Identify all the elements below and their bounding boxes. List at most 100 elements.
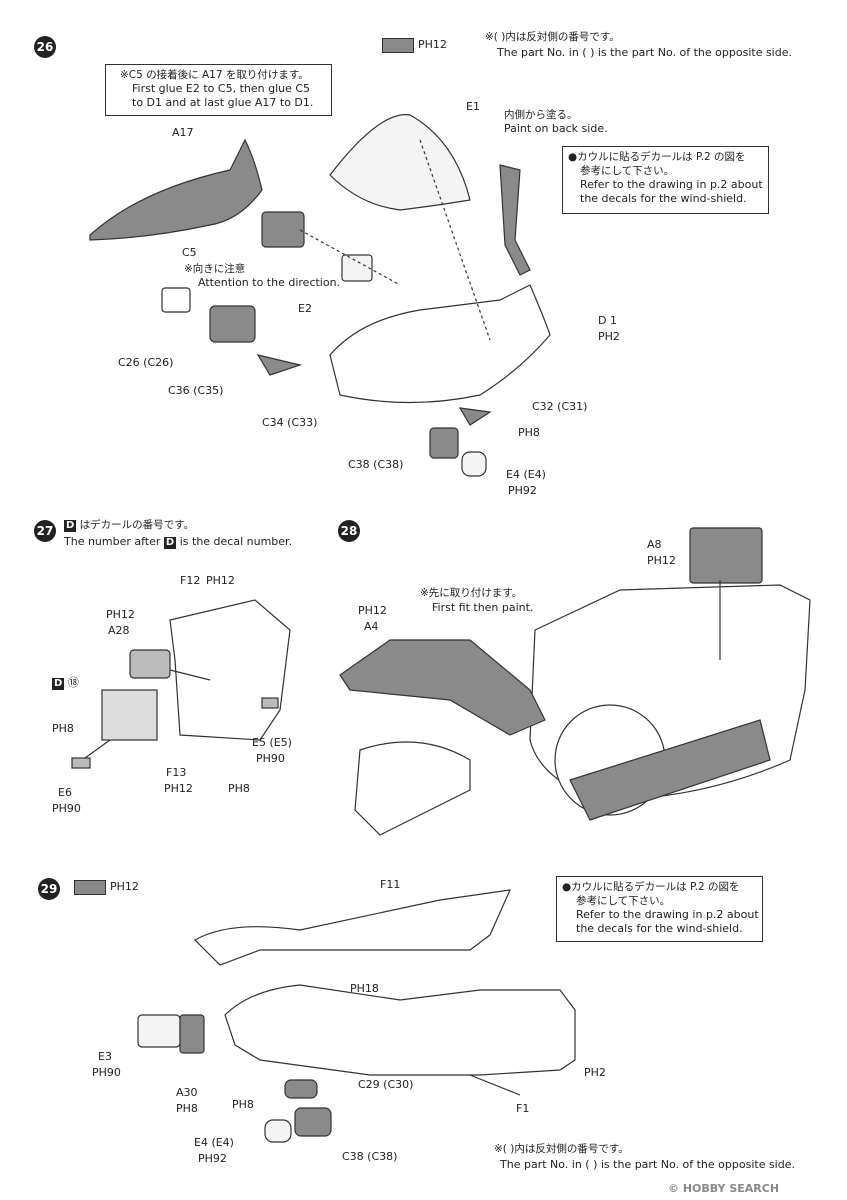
label-a17: A17	[172, 126, 194, 139]
f1-side-cowl-lower	[224, 984, 576, 1076]
label-f12: F12	[180, 574, 201, 587]
c26-mirror-glass	[161, 287, 191, 313]
label-f13: F13	[166, 766, 187, 779]
opposite-note-29-en: The part No. in ( ) is the part No. of t…	[500, 1158, 795, 1171]
d-mark-label: D ⑱	[52, 676, 79, 690]
label-a28: A28	[108, 624, 130, 637]
first-fit-en: First fit then paint.	[432, 601, 534, 614]
label-e5: E5 (E5)	[252, 736, 292, 749]
label-ph8: PH8	[518, 426, 540, 439]
decal-29-ja2: 参考にして下さい。	[576, 895, 671, 907]
callout-a17-en2: to D1 and at last glue A17 to D1.	[132, 96, 314, 109]
label-decal-18: ⑱	[67, 676, 79, 689]
a28-tail-lamp	[129, 649, 171, 679]
decal-26-ja1: ●カウルに貼るデカールは P.2 の図を	[568, 151, 746, 163]
label-c36: C36 (C35)	[168, 384, 224, 397]
c38-winker	[294, 1107, 332, 1137]
step-26-number: 26	[34, 36, 56, 58]
a4-rear-fender	[339, 639, 546, 736]
opposite-note-ja: ※( )内は反対側の番号です。	[485, 31, 620, 43]
decal-29-ja1: ●カウルに貼るデカールは P.2 の図を	[562, 881, 740, 893]
decal-26-en2: the decals for the wind-shield.	[580, 192, 747, 205]
label-e5-paint: PH90	[256, 752, 285, 765]
label-e6: E6	[58, 786, 72, 799]
rear-tire	[354, 741, 471, 836]
a8-battery-box	[689, 527, 763, 584]
callout-a17-ja: ※C5 の接着後に A17 を取り付けます。	[120, 69, 309, 81]
f13-plate	[101, 689, 158, 741]
label-c5: C5	[182, 246, 197, 259]
e6-reflector	[71, 757, 91, 769]
decal-29-en1: Refer to the drawing in p.2 about	[576, 908, 759, 921]
label-e4: E4 (E4)	[506, 468, 546, 481]
c29-stay	[284, 1079, 318, 1099]
label-a8-paint: PH12	[647, 554, 676, 567]
step-27-number: 27	[34, 520, 56, 542]
callout-a17	[105, 64, 332, 116]
c38-winker-body	[429, 427, 459, 459]
label-f11: F11	[380, 878, 401, 891]
decal-note-en-text2: is the decal number.	[179, 535, 293, 548]
step-28-number: 28	[338, 520, 360, 542]
label-e4: E4 (E4)	[194, 1136, 234, 1149]
attention-en: Attention to the direction.	[198, 276, 341, 289]
opposite-note-en: The part No. in ( ) is the part No. of t…	[497, 46, 792, 59]
label-a4-paint: PH12	[358, 604, 387, 617]
d-mark-3: D	[52, 678, 65, 690]
e5-reflector	[261, 697, 279, 709]
e4-lens	[461, 451, 487, 477]
a30-bracket	[179, 1014, 205, 1054]
decal-26-en1: Refer to the drawing in p.2 about	[580, 178, 763, 191]
label-c38: C38 (C38)	[342, 1150, 398, 1163]
label-ph18: PH18	[350, 982, 379, 995]
f11-side-cowl-upper	[194, 889, 511, 966]
label-a28-paint: PH12	[106, 608, 135, 621]
f12-tail-cover	[169, 599, 291, 741]
e3-lens	[137, 1014, 181, 1048]
label-e6-paint: PH90	[52, 802, 81, 815]
c5-headlight	[261, 211, 305, 248]
label-a4: A4	[364, 620, 379, 633]
paint-back-en: Paint on back side.	[504, 122, 608, 135]
label-e4-paint: PH92	[198, 1152, 227, 1165]
label-a30: A30	[176, 1086, 198, 1099]
attention-ja: ※向きに注意	[184, 263, 246, 275]
opposite-note-29-ja: ※( )内は反対側の番号です。	[494, 1143, 629, 1155]
label-f1: F1	[516, 1102, 530, 1115]
label-e4-paint: PH92	[508, 484, 537, 497]
label-f13-paint: PH12	[164, 782, 193, 795]
label-c38: C38 (C38)	[348, 458, 404, 471]
c36-mirror	[209, 305, 256, 343]
callout-a17-en1: First glue E2 to C5, then glue C5	[132, 82, 311, 95]
c32-winker	[458, 407, 492, 426]
label-ph2: PH2	[584, 1066, 606, 1079]
label-e3: E3	[98, 1050, 112, 1063]
label-c26: C26 (C26)	[118, 356, 174, 369]
decal-callout-26	[562, 146, 769, 214]
decal-26-ja2: 参考にして下さい。	[580, 165, 675, 177]
label-c34: C34 (C33)	[262, 416, 318, 429]
decal-note-27-en: The number after D is the decal number.	[64, 535, 292, 549]
label-d1: D 1	[598, 314, 617, 327]
label-f12-paint: PH12	[206, 574, 235, 587]
c34-stay	[256, 354, 303, 376]
decal-29-en2: the decals for the wind-shield.	[576, 922, 743, 935]
d-mark-2: D	[163, 537, 177, 549]
step-29-number: 29	[38, 878, 60, 900]
first-fit-ja: ※先に取り付けます。	[420, 587, 523, 599]
paint-ref-29: PH12	[110, 880, 139, 893]
watermark: © HOBBY SEARCH	[668, 1182, 780, 1195]
decal-note-ja-text: はデカールの番号です。	[79, 519, 195, 531]
e1-windshield	[329, 114, 471, 211]
label-c32: C32 (C31)	[532, 400, 588, 413]
muffler	[569, 719, 771, 821]
decal-callout-29	[556, 876, 763, 942]
label-e3-paint: PH90	[92, 1066, 121, 1079]
paint-back-ja: 内側から塗る。	[504, 109, 578, 121]
label-d1-paint: PH2	[598, 330, 620, 343]
decal-note-en-text: The number after	[64, 535, 161, 548]
paint-swatch	[382, 38, 414, 53]
paint-ref: PH12	[418, 38, 447, 51]
